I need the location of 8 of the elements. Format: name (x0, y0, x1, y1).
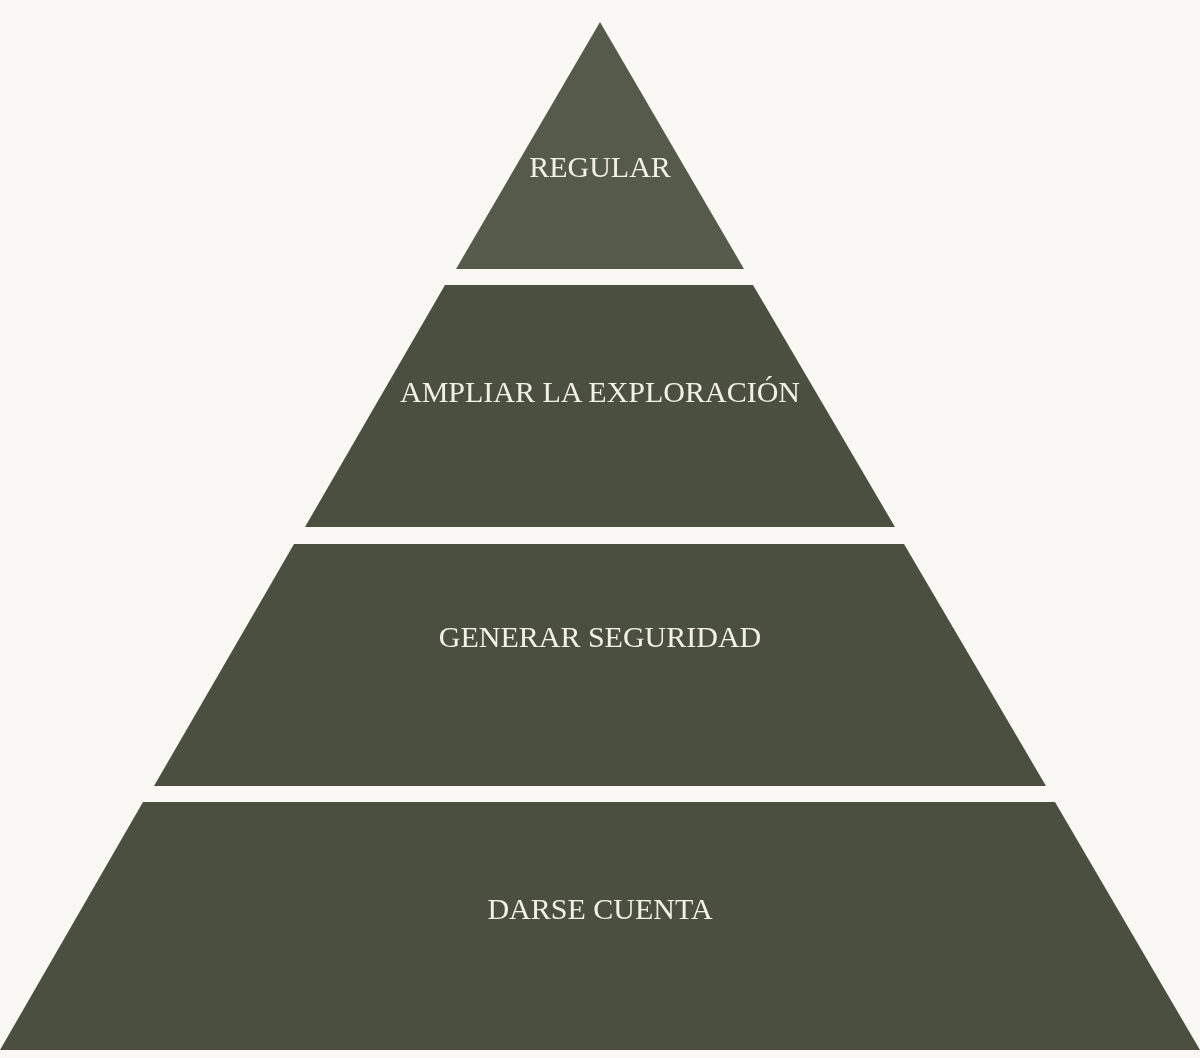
pyramid-tier (456, 22, 744, 269)
tier-label: REGULAR (529, 150, 671, 184)
pyramid-tier (305, 285, 895, 527)
pyramid-tier (0, 802, 1200, 1050)
tier-label: DARSE CUENTA (487, 892, 713, 926)
tier-label: AMPLIAR LA EXPLORACIÓN (400, 375, 800, 409)
pyramid-tier (154, 544, 1046, 786)
tier-label: GENERAR SEGURIDAD (438, 620, 762, 654)
